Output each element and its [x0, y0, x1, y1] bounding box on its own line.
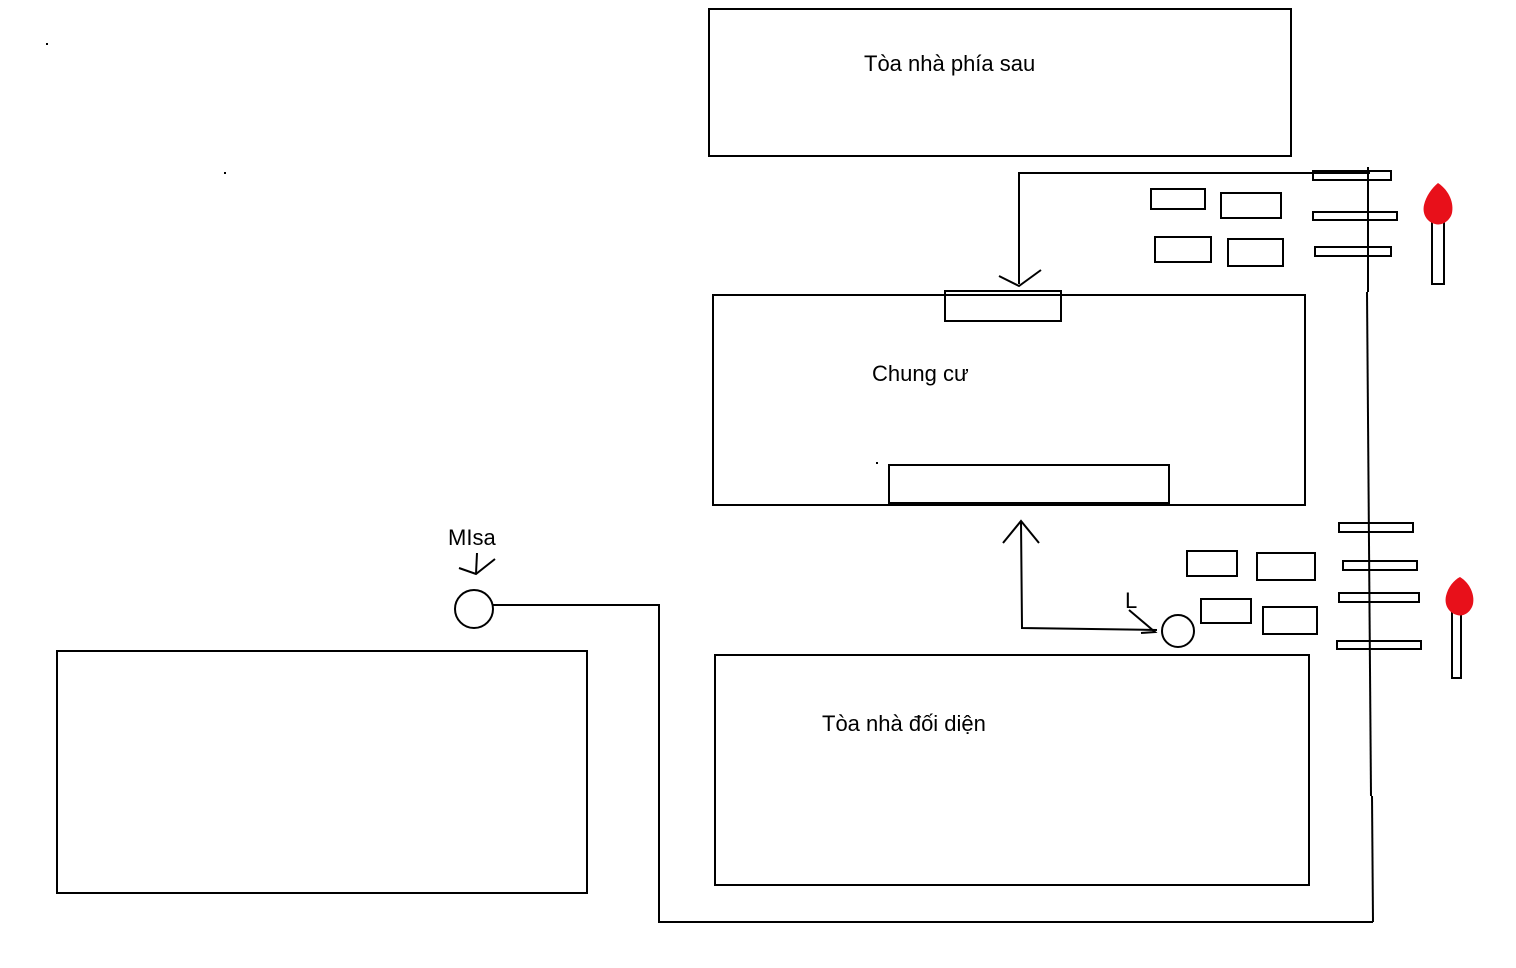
- small-box: [1200, 598, 1252, 624]
- misa-circle: [454, 589, 494, 629]
- l-pointer-arrow: [1128, 609, 1158, 634]
- stray-dot: [224, 172, 226, 174]
- small-box: [1154, 236, 1212, 263]
- route-from-l: [1020, 520, 1158, 631]
- opposite-building: [714, 654, 1310, 886]
- l-circle: [1161, 614, 1195, 648]
- misa-arrowhead: [458, 558, 496, 576]
- opposite-building-label: Tòa nhà đối diện: [822, 711, 986, 736]
- arrowhead-down: [998, 269, 1042, 288]
- flame-icon: [1423, 183, 1453, 225]
- misa-arrow: [475, 552, 478, 575]
- small-box: [1220, 192, 1282, 219]
- small-box: [1256, 552, 1316, 581]
- flame-icon: [1445, 577, 1474, 616]
- bar: [1338, 592, 1420, 603]
- bar: [1314, 246, 1392, 257]
- back-building: [708, 8, 1292, 157]
- l-marker-label: L: [1125, 588, 1137, 613]
- misa-label: MIsa: [448, 525, 496, 550]
- stray-dot: [46, 43, 48, 45]
- bar: [1342, 560, 1418, 571]
- stray-dot: [876, 462, 878, 464]
- small-box: [1227, 238, 1284, 267]
- apartment-bottom-door: [888, 464, 1170, 504]
- bar: [1312, 211, 1398, 221]
- apartment-building: [712, 294, 1306, 506]
- bar: [1338, 522, 1414, 533]
- bar: [1312, 170, 1392, 181]
- misa-route: [493, 604, 1373, 923]
- small-box: [1186, 550, 1238, 577]
- street-line: [1366, 291, 1372, 797]
- route-to-apartment-top: [1018, 172, 1370, 284]
- left-building: [56, 650, 588, 894]
- small-box: [1150, 188, 1206, 210]
- bar: [1336, 640, 1422, 650]
- apartment-label: Chung cư: [872, 361, 969, 386]
- small-box: [1262, 606, 1318, 635]
- arrowhead-up: [1002, 519, 1040, 544]
- apartment-top-door: [944, 290, 1062, 322]
- back-building-label: Tòa nhà phía sau: [864, 51, 1035, 76]
- street-line: [1371, 795, 1374, 923]
- match-stick: [1431, 220, 1445, 285]
- match-stick: [1451, 611, 1462, 679]
